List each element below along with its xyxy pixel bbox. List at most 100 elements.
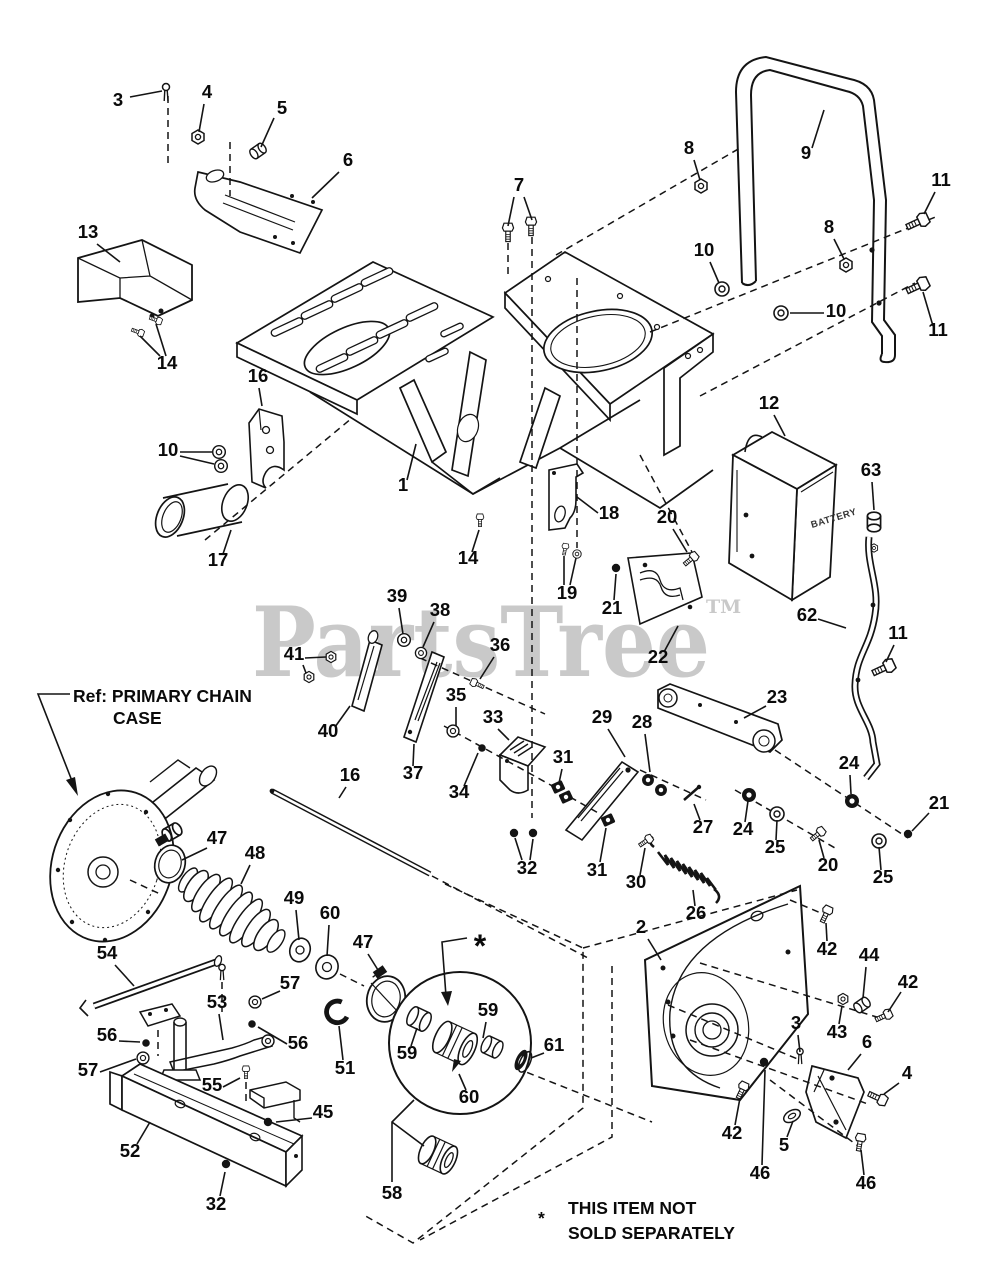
leader-line [118,1040,141,1043]
part-6-bracket-top [193,169,324,255]
part-12-battery-cover: BATTERY [728,430,858,602]
screw-14 [475,513,485,528]
leader-line [114,964,135,987]
leader-line [514,837,523,861]
screw-14 [130,325,146,339]
part-callout-24: 24 [839,752,860,773]
leader-line [304,656,327,659]
nut-56 [142,1039,150,1047]
part-callout-46: 46 [750,1162,771,1183]
washer-25 [871,833,887,849]
part-49-washer [288,937,312,963]
part-callout-16: 16 [340,764,361,785]
part-star-bushing [431,1020,479,1066]
part-callout-42: 42 [722,1122,743,1143]
leader-line [458,1073,467,1091]
part-2-plate [643,884,810,1102]
leader-line [479,656,495,680]
leader-line [422,621,435,648]
part-callout-33: 33 [483,706,504,727]
part-callout-61: 61 [544,1034,565,1055]
leader-line [261,990,281,1000]
leader-line [862,966,867,999]
part-16-rod [269,788,432,877]
leader-line [99,1058,137,1073]
leader-line [198,103,205,133]
footnote-asterisk: * [538,1208,545,1228]
washer-24 [742,788,756,802]
leader-line [507,196,515,227]
watermark: PartsTree TM [252,586,741,699]
part-48-boot [177,867,286,953]
part-callout-32: 32 [517,857,538,878]
leader-line [786,1120,794,1138]
part-callout-13: 13 [78,221,99,242]
washer-39 [396,632,412,648]
special-leaders [36,693,468,1182]
leader-line [647,938,662,961]
nut-43 [837,992,849,1006]
leader-line [558,768,563,784]
washer-28 [655,784,667,796]
nut-21 [611,563,621,573]
part-callout-29: 29 [592,706,613,727]
leader-line [222,529,232,555]
leader-line [275,1117,313,1123]
washer-25 [769,806,785,822]
part-callout-48: 48 [245,842,266,863]
part-callout-8: 8 [684,137,694,158]
footnote-line1: THIS ITEM NOT [568,1198,697,1218]
leader-line [923,191,936,215]
leader-line [849,774,852,795]
hardware [130,82,932,1169]
part-51-ering [324,999,348,1025]
part-callout-57: 57 [280,972,301,993]
part-callout-11: 11 [928,319,948,340]
pin-27-head [696,784,702,790]
bolt-55 [241,1065,251,1080]
part-40-link [351,630,383,713]
leader-line [338,1025,344,1061]
bolt-32 [528,828,538,838]
part-callout-54: 54 [97,942,118,963]
part-callout-20: 20 [657,506,678,527]
part-pivot-post [158,1017,202,1081]
leader-line [569,557,577,586]
washer-10 [773,305,789,321]
part-callout-44: 44 [859,944,880,965]
part-callout-2: 2 [636,916,646,937]
leader-line [734,1097,741,1126]
part-37-strap [403,650,445,744]
leader-line [878,846,882,871]
bolt-42 [873,1007,895,1026]
part-callout-26: 26 [686,902,707,923]
nut-45 [263,1117,273,1127]
leader-line [871,481,875,511]
part-callout-10: 10 [694,239,715,260]
leader-line [639,847,646,876]
part-callout-*: * [474,928,487,964]
leader-line [218,1013,224,1041]
spacer-5 [247,141,269,161]
watermark-text: PartsTree [252,586,710,699]
leader-line [240,864,251,885]
washer-57 [136,1051,150,1065]
leader-line [222,1077,241,1088]
washer-28 [642,774,654,786]
leader-line [911,812,930,832]
part-callout-40: 40 [318,720,339,741]
part-callout-30: 30 [626,871,647,892]
part-callout-18: 18 [599,502,620,523]
part-callout-45: 45 [313,1101,334,1122]
leader-line [833,238,845,260]
part-29-plate [564,760,640,842]
leader-line [406,443,417,481]
leader-line [922,291,934,327]
bolt-11 [869,656,898,681]
leader-line [96,243,121,263]
part-callout-53: 53 [207,991,228,1012]
part-59-bushing-left [406,1006,432,1032]
leader-line [847,1053,862,1071]
part-callout-14: 14 [157,352,178,373]
leader-line [529,838,534,861]
